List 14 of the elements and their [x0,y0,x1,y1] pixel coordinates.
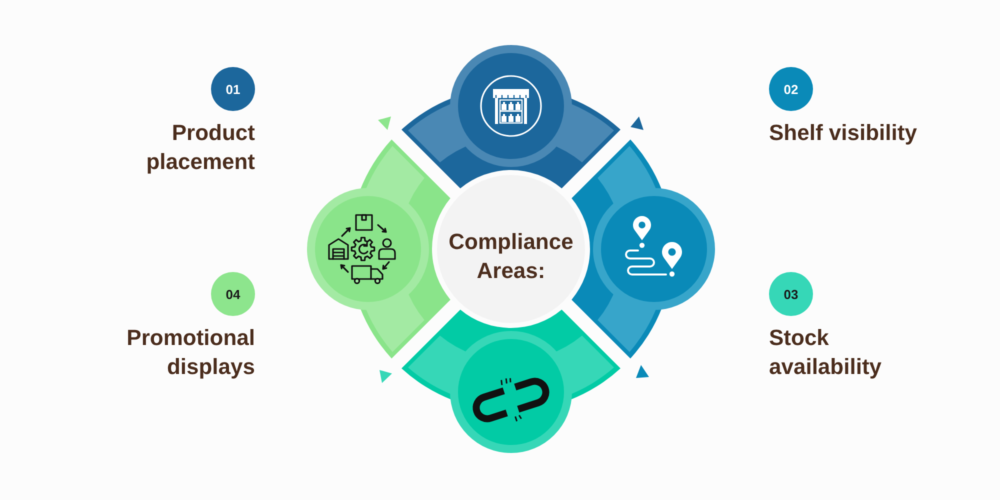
badge-number: 02 [784,82,798,96]
item-heading: Product placement [146,119,255,176]
item-heading: Promotional displays [126,324,255,381]
number-badge [211,67,255,111]
badge-number: 04 [226,286,240,302]
number-badge [211,272,255,316]
center-circle [437,175,585,323]
number-badge [769,272,813,316]
badge-number: 01 [226,82,240,96]
badge-number: 03 [784,286,798,302]
item-heading: Stock availability [769,324,882,381]
item-heading: Shelf visibility [769,119,917,147]
number-badge [769,67,813,111]
center-title: Compliance Areas: [448,228,574,285]
